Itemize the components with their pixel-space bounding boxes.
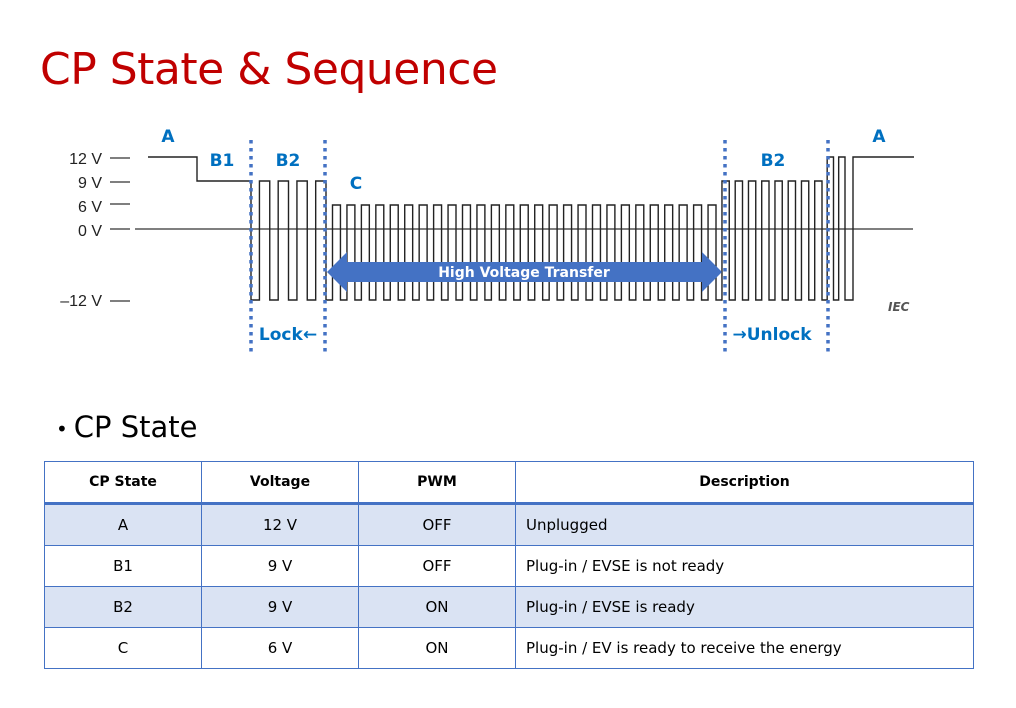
state-b2-label: B2: [276, 151, 301, 171]
cell-voltage: 9 V: [201, 586, 359, 628]
cell-voltage: 6 V: [201, 627, 359, 669]
cell-pwm: ON: [358, 627, 516, 669]
cell-description: Plug-in / EV is ready to receive the ene…: [515, 627, 974, 669]
header-cp-state: CP State: [44, 461, 202, 505]
state-b1-label: B1: [210, 151, 235, 171]
y-axis-labels: 12 V 9 V 6 V 0 V –12 V: [60, 151, 102, 310]
cell-voltage: 12 V: [201, 503, 359, 546]
unlock-label: →Unlock: [732, 325, 812, 345]
header-pwm: PWM: [358, 461, 516, 505]
cell-voltage: 9 V: [201, 545, 359, 587]
state-a-label: A: [161, 127, 175, 147]
cp-sequence-diagram: 12 V 9 V 6 V 0 V –12 V High Voltage Tran…: [60, 127, 914, 352]
y-label-9v: 9 V: [78, 175, 102, 192]
cp-waveform: [148, 156, 914, 301]
cell-state: B2: [44, 586, 202, 628]
header-description: Description: [515, 461, 974, 505]
y-ticks: [110, 157, 130, 302]
header-voltage: Voltage: [201, 461, 359, 505]
lock-label: Lock←: [259, 325, 317, 345]
y-label-0v: 0 V: [78, 223, 102, 240]
cell-state: B1: [44, 545, 202, 587]
cell-state: C: [44, 627, 202, 669]
y-label-6v: 6 V: [78, 199, 102, 216]
iec-source-label: IEC: [888, 300, 910, 314]
state-b2-label-2: B2: [761, 151, 786, 171]
cell-pwm: ON: [358, 586, 516, 628]
arrow-label: High Voltage Transfer: [438, 265, 610, 281]
dotted-dividers: [249, 140, 830, 352]
y-label-12v: 12 V: [69, 151, 102, 168]
cell-state: A: [44, 503, 202, 546]
cell-description: Plug-in / EVSE is not ready: [515, 545, 974, 587]
cell-description: Plug-in / EVSE is ready: [515, 586, 974, 628]
high-voltage-transfer-arrow: High Voltage Transfer: [327, 252, 722, 292]
page-title: CP State & Sequence: [40, 44, 498, 95]
section-heading: •CP State: [56, 410, 198, 444]
state-c-label: C: [350, 174, 362, 194]
cell-pwm: OFF: [358, 545, 516, 587]
section-heading-text: CP State: [73, 410, 198, 444]
y-label-minus12v: –12 V: [60, 293, 102, 310]
table-header-row: CP State Voltage PWM Description: [44, 461, 974, 505]
cell-description: Unplugged: [515, 503, 974, 546]
cell-pwm: OFF: [358, 503, 516, 546]
state-a-label-2: A: [872, 127, 886, 147]
